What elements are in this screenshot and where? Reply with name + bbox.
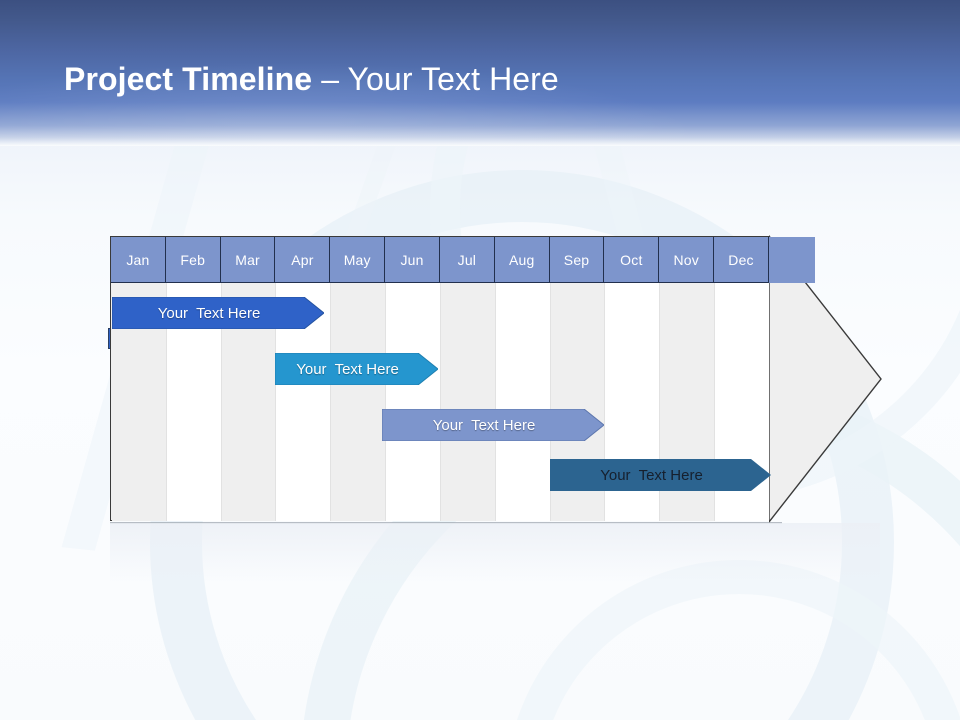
month-cell-mar[interactable]: Mar bbox=[220, 237, 276, 283]
month-header-tail bbox=[769, 237, 815, 283]
month-cell-feb[interactable]: Feb bbox=[165, 237, 221, 283]
timeline-bar-4-label: Your Text Here bbox=[600, 466, 703, 484]
timeline-bar-2-shape bbox=[274, 352, 439, 386]
timeline-bar-3-shape bbox=[381, 408, 605, 442]
month-header-underline bbox=[111, 282, 769, 283]
timeline-column-aug bbox=[495, 238, 551, 521]
chart-reflection bbox=[110, 523, 880, 583]
timeline-columns bbox=[112, 238, 770, 521]
arrow-head-shape bbox=[768, 233, 882, 525]
timeline-chart: Jan Feb Mar Apr May Jun Jul Aug Sep Oct … bbox=[110, 233, 882, 525]
month-cell-nov[interactable]: Nov bbox=[659, 237, 715, 283]
month-cell-aug[interactable]: Aug bbox=[494, 237, 550, 283]
slide-header-band bbox=[0, 0, 960, 146]
timeline-bar-3[interactable]: Your Text Here bbox=[381, 408, 605, 442]
timeline-bar-2-label: Your Text Here bbox=[296, 360, 399, 378]
chart-baseline bbox=[110, 522, 782, 524]
month-cell-sep[interactable]: Sep bbox=[549, 237, 605, 283]
timeline-month-header: Jan Feb Mar Apr May Jun Jul Aug Sep Oct … bbox=[111, 237, 769, 283]
timeline-bar-1-shape bbox=[111, 296, 325, 330]
timeline-bar-4-shape bbox=[550, 459, 771, 491]
timeline-bar-3-label: Your Text Here bbox=[432, 416, 536, 434]
timeline-bar-4[interactable]: Your Text Here bbox=[550, 459, 771, 491]
background-ring-4 bbox=[505, 560, 960, 720]
page-title-bold: Project Timeline bbox=[64, 61, 313, 97]
timeline-column-jul bbox=[440, 238, 496, 521]
month-cell-dec[interactable]: Dec bbox=[714, 237, 769, 283]
month-cell-oct[interactable]: Oct bbox=[604, 237, 660, 283]
timeline-column-jan bbox=[112, 238, 167, 521]
month-cell-jan[interactable]: Jan bbox=[111, 237, 166, 283]
timeline-bar-2[interactable]: Your Text Here bbox=[274, 352, 439, 386]
timeline-bar-1-label: Your Text Here bbox=[157, 304, 261, 322]
page-title-light: – Your Text Here bbox=[312, 61, 559, 97]
legend: Example Text Example Text Example Text E… bbox=[0, 160, 960, 351]
month-cell-apr[interactable]: Apr bbox=[275, 237, 331, 283]
month-cell-may[interactable]: May bbox=[330, 237, 386, 283]
month-cell-jul[interactable]: Jul bbox=[439, 237, 495, 283]
page-title: Project Timeline – Your Text Here bbox=[64, 58, 559, 100]
month-cell-jun[interactable]: Jun bbox=[385, 237, 440, 283]
timeline-arrow-head bbox=[768, 233, 882, 525]
timeline-bars: Your Text Here Your Text Here Your Text … bbox=[110, 236, 880, 522]
timeline-bar-1[interactable]: Your Text Here bbox=[111, 296, 325, 330]
timeline-column-feb bbox=[166, 238, 222, 521]
month-header-tail-shape bbox=[769, 237, 815, 283]
